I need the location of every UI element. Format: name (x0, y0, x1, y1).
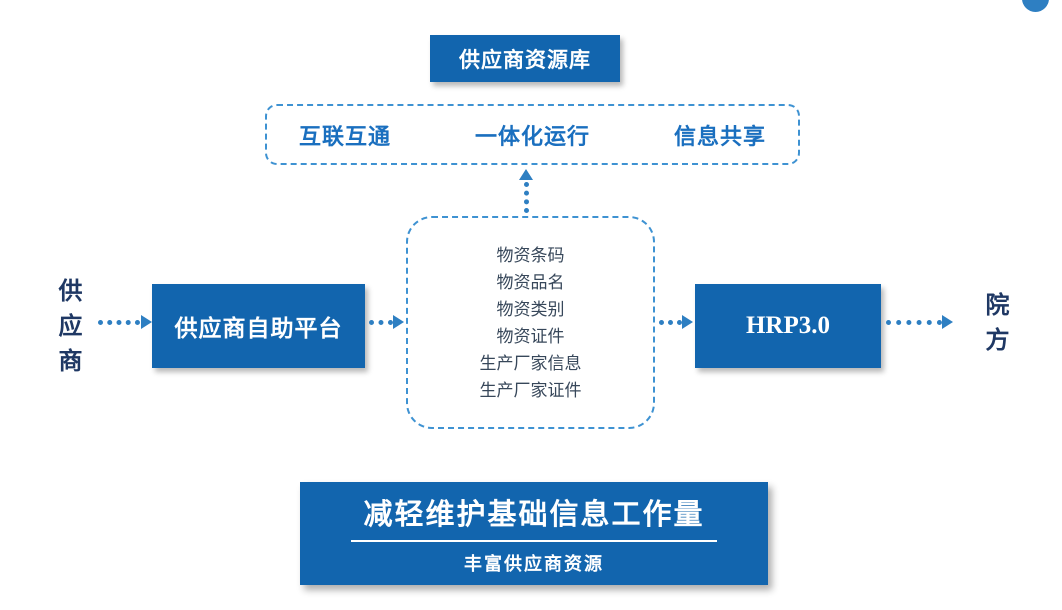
material-info-item-name: 物资品名 (496, 272, 565, 292)
supplier-platform-label: 供应商自助平台 (174, 315, 343, 341)
feature-interconnect-label: 互联互通 (299, 123, 392, 149)
feature-information-sharing-label: 信息共享 (673, 123, 766, 149)
supplier-resource-library-box: 供应商资源库 (430, 35, 620, 82)
hospital-label: 院方 (981, 292, 1008, 362)
supplier-platform-box: 供应商自助平台 (152, 284, 365, 368)
supplier-resource-library-label: 供应商资源库 (459, 48, 591, 72)
arrow-platform-to-detail-head (393, 315, 404, 329)
arrow-detail-to-hrp-head (682, 315, 693, 329)
arrow-hrp-to-hospital-head (942, 315, 953, 329)
material-info-item-manufacturer-info: 生产厂家信息 (479, 353, 582, 373)
material-info-item-manufacturer-cert: 生产厂家证件 (479, 380, 582, 400)
material-info-item-barcode: 物资条码 (496, 245, 565, 265)
arrow-detail-to-hrp-line (659, 320, 682, 325)
hrp-box: HRP3.0 (695, 284, 881, 368)
material-info-item-certificate: 物资证件 (496, 326, 565, 346)
summary-divider (351, 540, 717, 542)
arrow-detail-to-features-head (519, 169, 533, 180)
supplier-label: 供应商 (54, 278, 81, 383)
arrow-supplier-to-platform-head (141, 315, 152, 329)
arrow-hrp-to-hospital-line (886, 320, 942, 325)
material-info-box: 物资条码 物资品名 物资类别 物资证件 生产厂家信息 生产厂家证件 (406, 216, 655, 429)
summary-title: 减轻维护基础信息工作量 (363, 499, 705, 531)
hrp-label: HRP3.0 (745, 312, 831, 339)
feature-integrated-operation-label: 一体化运行 (474, 123, 590, 149)
summary-box: 减轻维护基础信息工作量 丰富供应商资源 (300, 482, 768, 585)
arrow-supplier-to-platform-line (98, 320, 140, 325)
arrow-detail-to-features-line (524, 182, 529, 213)
features-box: 互联互通 一体化运行 信息共享 (265, 104, 800, 165)
material-info-item-category: 物资类别 (496, 299, 565, 319)
summary-subtitle: 丰富供应商资源 (464, 554, 604, 574)
arrow-platform-to-detail-line (369, 320, 393, 325)
decorative-dot (1022, 0, 1049, 12)
